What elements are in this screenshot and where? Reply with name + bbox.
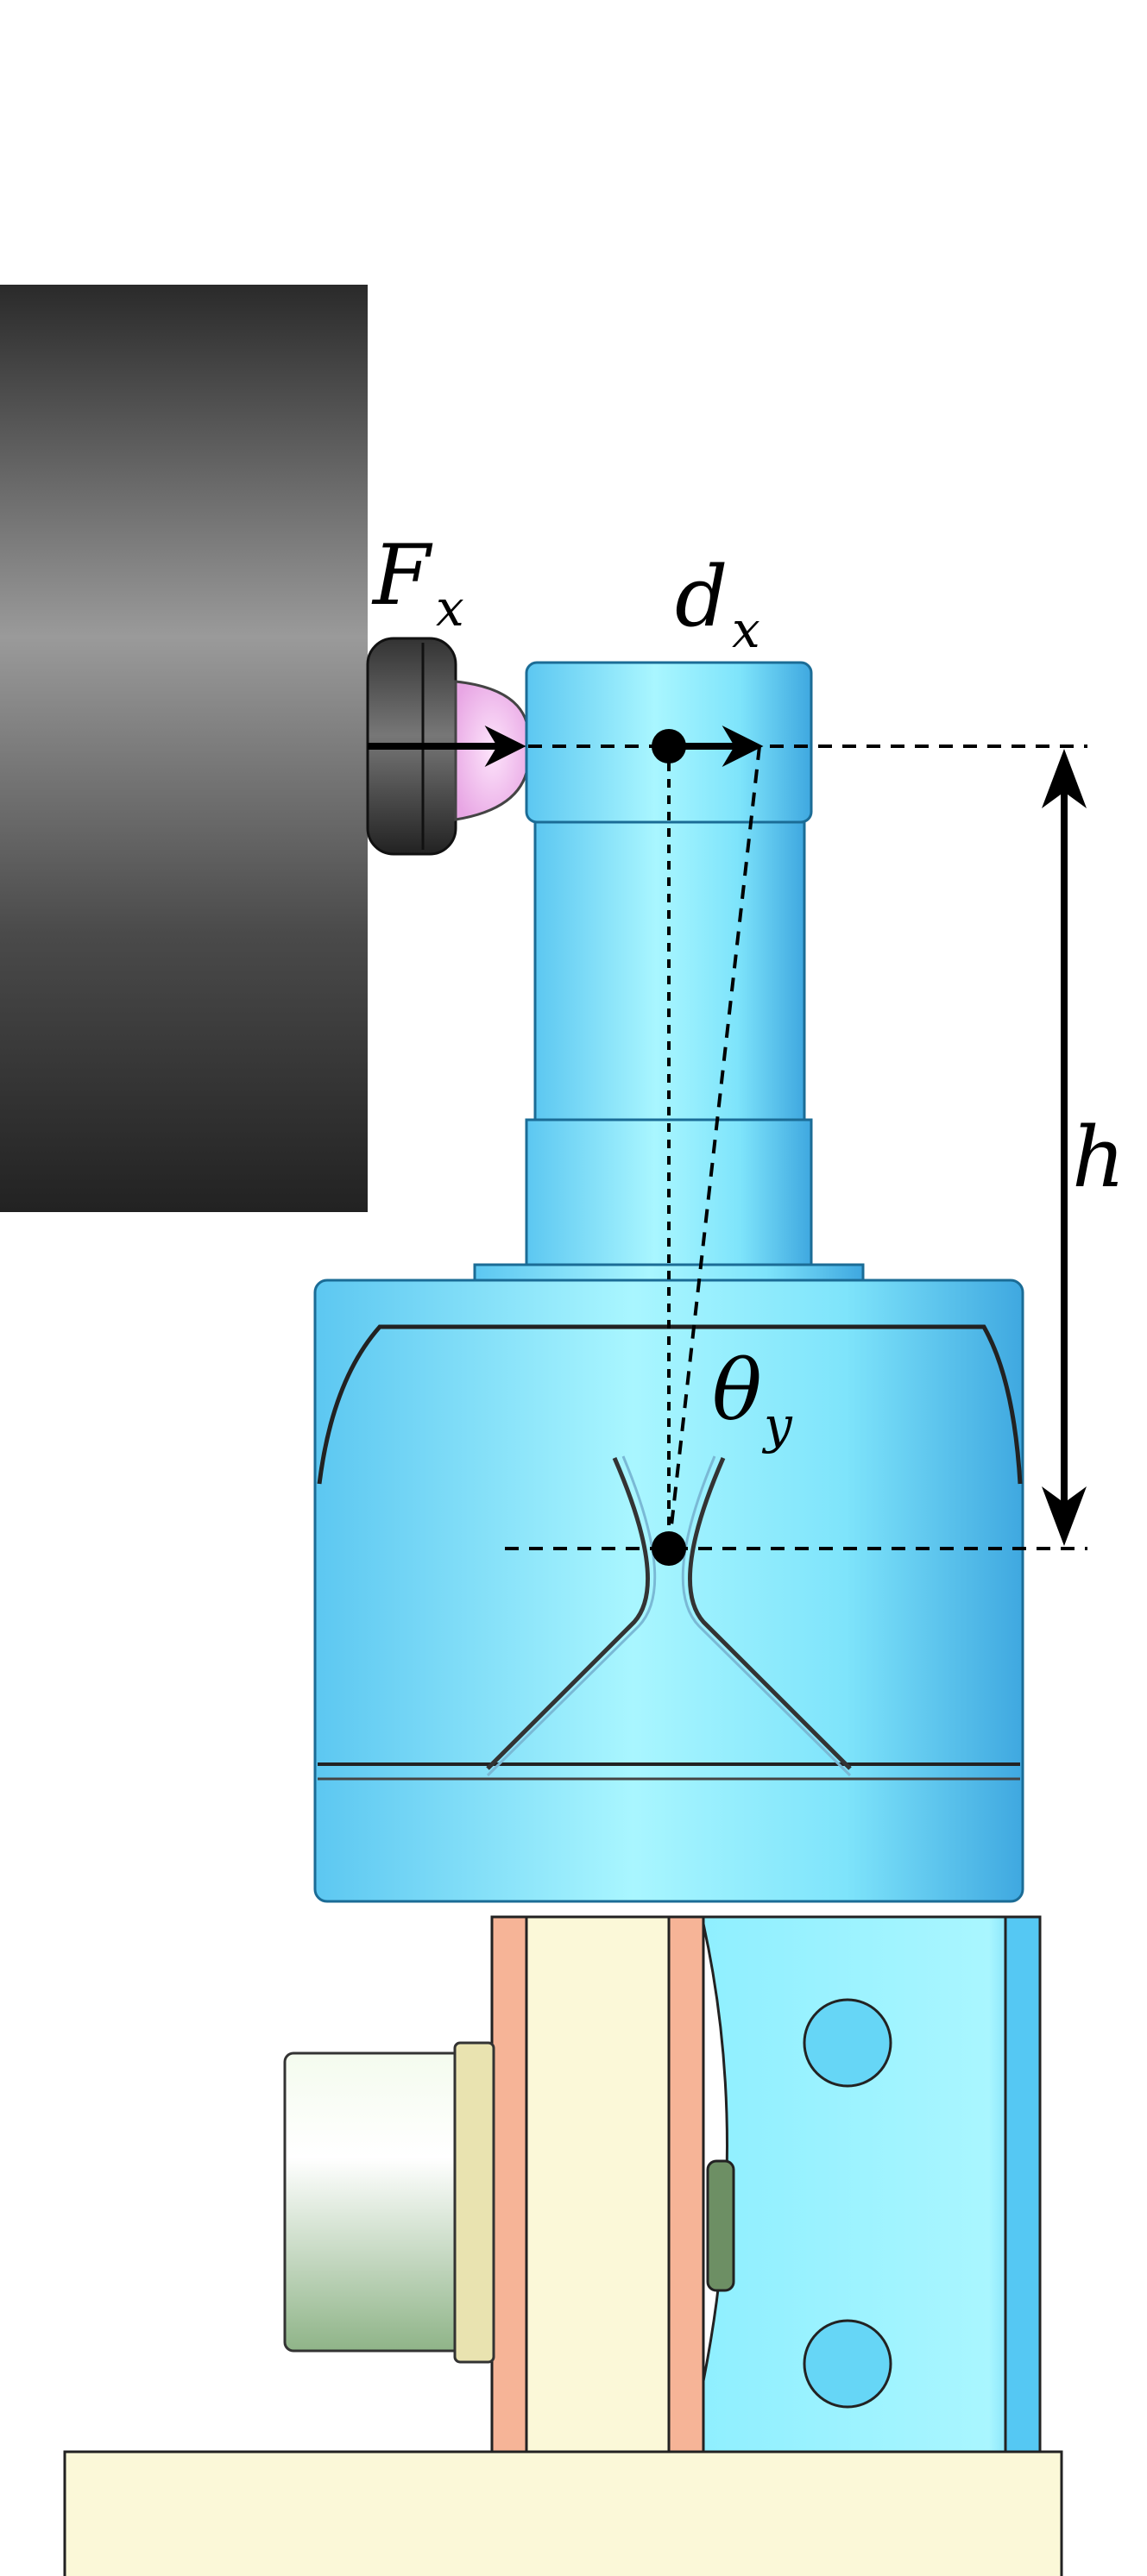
displacement-symbol: d (675, 549, 728, 645)
angle-symbol: θ (712, 1342, 762, 1439)
force-symbol: F (371, 527, 433, 624)
force-label: F x (371, 527, 464, 638)
contact-tip (454, 680, 531, 821)
height-symbol: h (1072, 1109, 1125, 1206)
height-label: h (1072, 1109, 1125, 1206)
pivot-point (652, 1531, 686, 1566)
pivot-top-point (652, 729, 686, 763)
actuator (0, 285, 531, 1212)
flexure-hinge-cut (486, 1457, 852, 1770)
displacement-subscript: x (732, 600, 760, 659)
angle-subscript: y (761, 1396, 793, 1454)
lower-mount (63, 1915, 1063, 2576)
actuator-body (0, 285, 368, 1212)
height-arrowhead-bottom (1042, 1486, 1087, 1546)
plate-cream (525, 1915, 671, 2453)
force-subscript: x (436, 579, 464, 638)
post-shaft (533, 820, 806, 1122)
flexure-body (313, 1279, 1024, 1903)
annotations (368, 726, 1087, 1566)
adjuster-knob (283, 2051, 468, 2353)
base-plate (63, 2450, 1063, 2576)
height-arrowhead-top (1042, 749, 1087, 808)
plate-salmon-left (490, 1915, 528, 2453)
deflected-axis-line (667, 745, 761, 1549)
angle-label: θ y (712, 1342, 793, 1454)
plate-salmon-right (667, 1915, 705, 2453)
mount-hole-lower (803, 2319, 892, 2409)
mount-hole-upper (803, 1998, 892, 2088)
flexure-block (313, 1279, 1024, 1903)
flexure-upper-outline (317, 1324, 1023, 1485)
set-screw (706, 2159, 735, 2292)
displacement-label: d x (675, 549, 760, 659)
